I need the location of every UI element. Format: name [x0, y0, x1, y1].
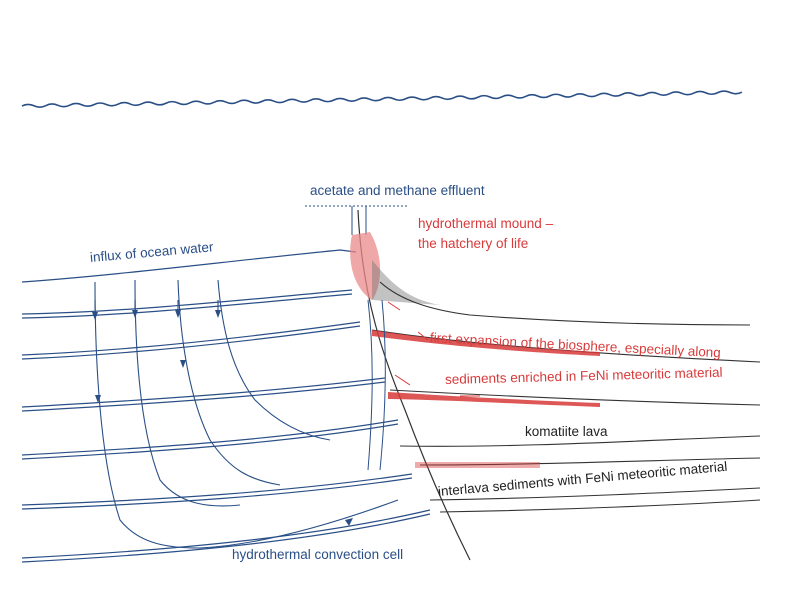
upflow-arrows	[367, 299, 386, 471]
mound-label-line2: the hatchery of life	[418, 236, 529, 251]
convection-label: hydrothermal convection cell	[232, 547, 404, 562]
red-bands	[372, 330, 600, 468]
red-flow-arrows	[387, 301, 480, 397]
hydrothermal-mound	[350, 232, 440, 305]
arrowheads	[92, 310, 353, 526]
vent-chimney	[305, 205, 408, 235]
mound-label-line1: hydrothermal mound –	[418, 216, 554, 231]
komatiite-label: komatiite lava	[525, 424, 608, 439]
sea-surface-line	[21, 90, 743, 108]
left-strata	[21, 249, 431, 563]
effluent-label: acetate and methane effluent	[310, 183, 485, 198]
convection-arrows	[94, 279, 399, 549]
